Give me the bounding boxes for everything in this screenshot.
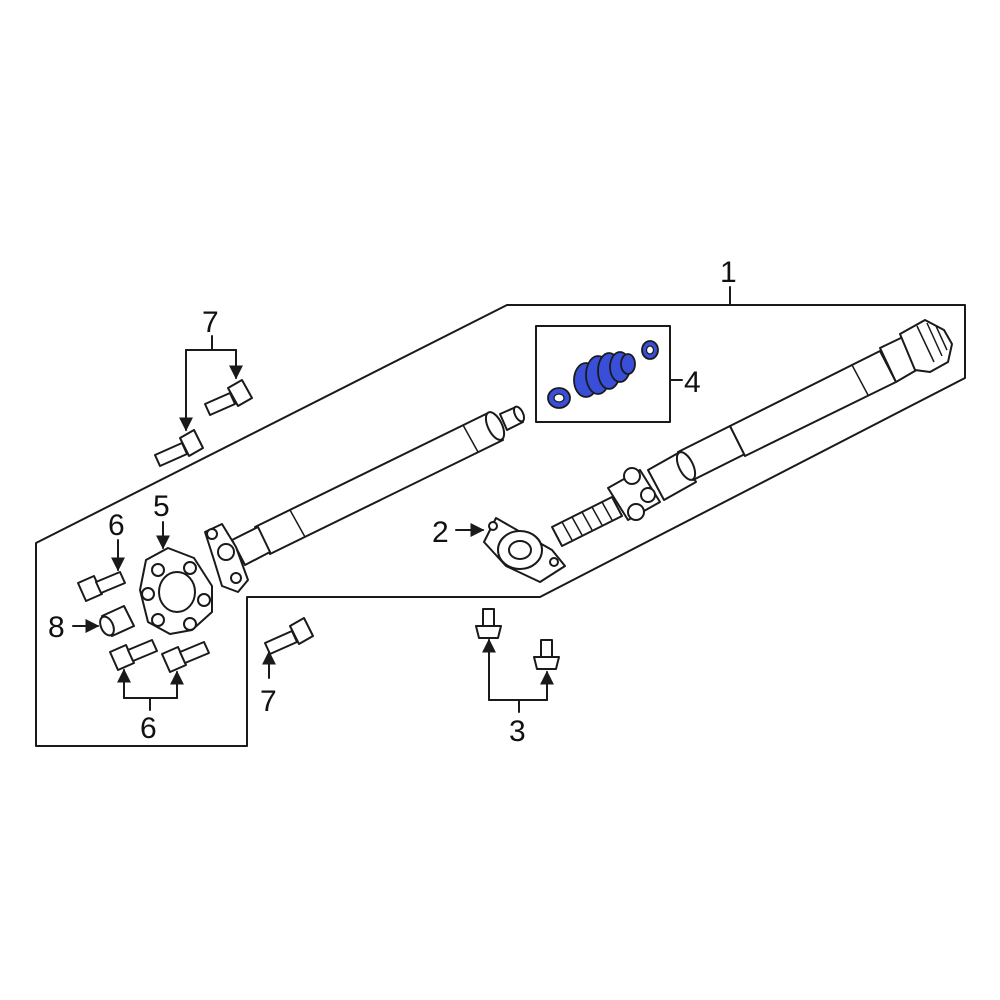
flex-coupling[interactable] (139, 547, 213, 635)
callout-1: 1 (720, 256, 737, 289)
assembly-outline (35, 304, 966, 747)
callout-8: 8 (48, 611, 65, 644)
bolt-6-lower-a[interactable] (109, 639, 158, 671)
bolt-3-b[interactable] (533, 639, 560, 670)
bolt-7-upper-a[interactable] (204, 379, 253, 416)
callout-6-top: 6 (108, 509, 125, 542)
callout-2: 2 (432, 516, 449, 549)
cv-boot-kit[interactable] (547, 340, 659, 409)
leader-6-lower (123, 697, 178, 711)
callout-7-top: 7 (202, 306, 219, 339)
callout-5: 5 (153, 490, 170, 523)
bolt-7-upper-b[interactable] (154, 429, 204, 467)
bolt-7-lower[interactable] (264, 617, 314, 655)
bushing-8[interactable] (97, 605, 135, 638)
boot-kit-frame (535, 325, 671, 423)
bolt-3-a[interactable] (475, 608, 502, 639)
leader-3 (488, 699, 548, 713)
center-support-bearing[interactable] (483, 517, 566, 583)
callout-3: 3 (509, 715, 526, 748)
rear-driveshaft[interactable] (551, 319, 953, 547)
callout-4: 4 (684, 366, 701, 399)
leader-7-upper (185, 335, 237, 351)
front-driveshaft[interactable] (204, 405, 526, 593)
bolt-6-top[interactable] (77, 571, 126, 602)
callout-7-bottom: 7 (260, 685, 277, 718)
bolt-6-lower-b[interactable] (161, 641, 210, 673)
callout-6-bottom: 6 (140, 712, 157, 745)
